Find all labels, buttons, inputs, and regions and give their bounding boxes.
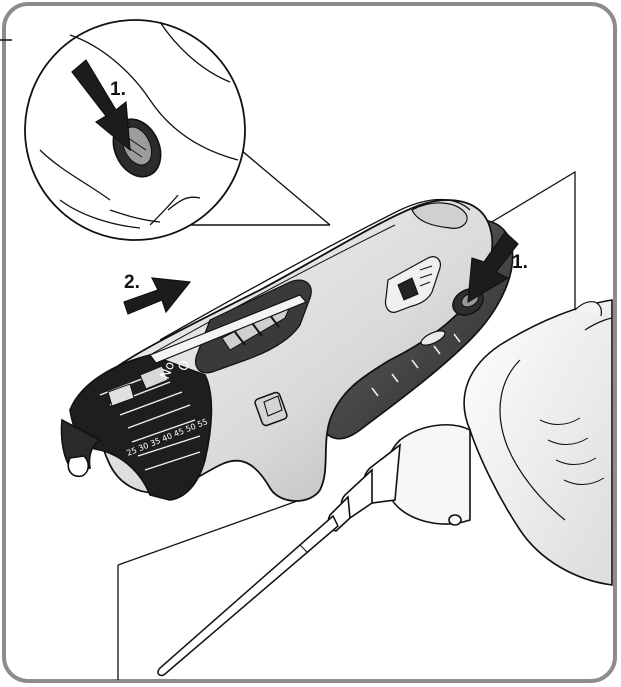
drill-body <box>327 299 613 586</box>
arrow-down-icon <box>71 59 131 152</box>
depth-scale-front <box>60 294 307 501</box>
detail-step-label: 1. <box>110 79 126 100</box>
position-mark-no: No <box>158 359 179 381</box>
arrow-down-icon <box>467 231 519 304</box>
grip-ticks <box>371 333 461 397</box>
fein-logo-icon <box>254 391 288 427</box>
arrow-right-icon <box>123 277 192 315</box>
screwdriver-bit <box>157 514 339 677</box>
press-step-label: 1. <box>512 252 528 273</box>
detail-hand-sketch <box>39 21 239 229</box>
mounting-plane <box>117 170 576 680</box>
slide-step-label: 2. <box>124 272 140 293</box>
